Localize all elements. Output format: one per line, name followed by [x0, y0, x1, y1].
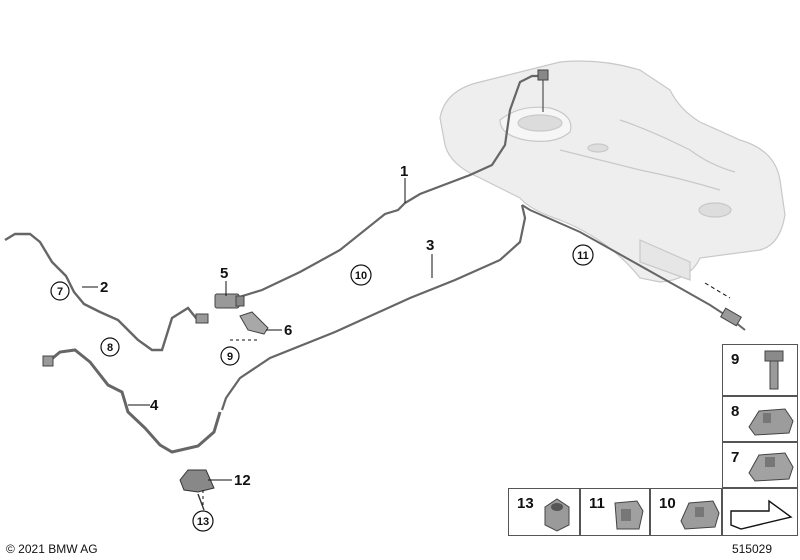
circled-callout-9: 9: [220, 346, 240, 366]
legend-number-8: 8: [731, 403, 740, 420]
circled-callout-13: 13: [192, 510, 214, 532]
callout-2: 2: [100, 279, 108, 296]
svg-text:11: 11: [577, 250, 589, 262]
fuel-line-2: [4, 232, 207, 352]
callout-6: 6: [284, 322, 292, 339]
circled-callout-11: 11: [572, 244, 594, 266]
clip-icon: [680, 500, 720, 530]
nut-icon: [544, 498, 570, 532]
legend-cell-7: 7: [722, 442, 798, 488]
arrow-icon: [730, 499, 793, 530]
connector-1: [537, 69, 549, 81]
circled-callout-8: 8: [100, 337, 120, 357]
legend-cell-10: 10: [650, 488, 722, 536]
fuel-line-3: [220, 204, 527, 411]
fuel-tank: [439, 60, 786, 283]
diagram-id: 515029: [731, 542, 772, 556]
fuel-line-1: [235, 74, 545, 300]
legend-number-9: 9: [731, 351, 740, 368]
svg-text:13: 13: [197, 516, 209, 528]
svg-text:9: 9: [227, 351, 233, 363]
callout-5: 5: [220, 265, 228, 282]
svg-text:10: 10: [355, 270, 367, 282]
legend-cell-13: 13: [508, 488, 580, 536]
leader-lines: [82, 178, 433, 508]
callout-4: 4: [150, 397, 159, 414]
connector-2: [195, 313, 209, 324]
legend-number-10: 10: [659, 495, 676, 512]
clamp-12: [179, 469, 215, 493]
svg-text:8: 8: [107, 342, 113, 354]
bolt-icon: [764, 350, 784, 390]
legend-number-13: 13: [517, 495, 534, 512]
circled-callout-10: 10: [350, 264, 372, 286]
callout-1: 1: [400, 163, 408, 180]
circled-callout-7: 7: [50, 281, 70, 301]
clip-icon: [614, 500, 644, 530]
legend-number-7: 7: [731, 449, 740, 466]
bracket-6: [239, 311, 269, 335]
legend-cell-11: 11: [580, 488, 650, 536]
connector-5: [214, 293, 245, 309]
legend-arrow-cell: [722, 488, 798, 536]
copyright: © 2021 BMW AG: [6, 542, 98, 556]
clip-icon: [748, 452, 794, 482]
callout-3: 3: [426, 237, 434, 254]
legend-cell-8: 8: [722, 396, 798, 442]
callout-12: 12: [234, 472, 251, 489]
legend-cell-9: 9: [722, 344, 798, 396]
connector-11: [720, 307, 742, 327]
legend-number-11: 11: [589, 495, 605, 512]
connector-4: [42, 355, 54, 367]
clip-icon: [748, 408, 794, 436]
fuel-line-4: [47, 348, 222, 454]
leader-11: [704, 282, 731, 299]
svg-text:7: 7: [57, 286, 63, 298]
